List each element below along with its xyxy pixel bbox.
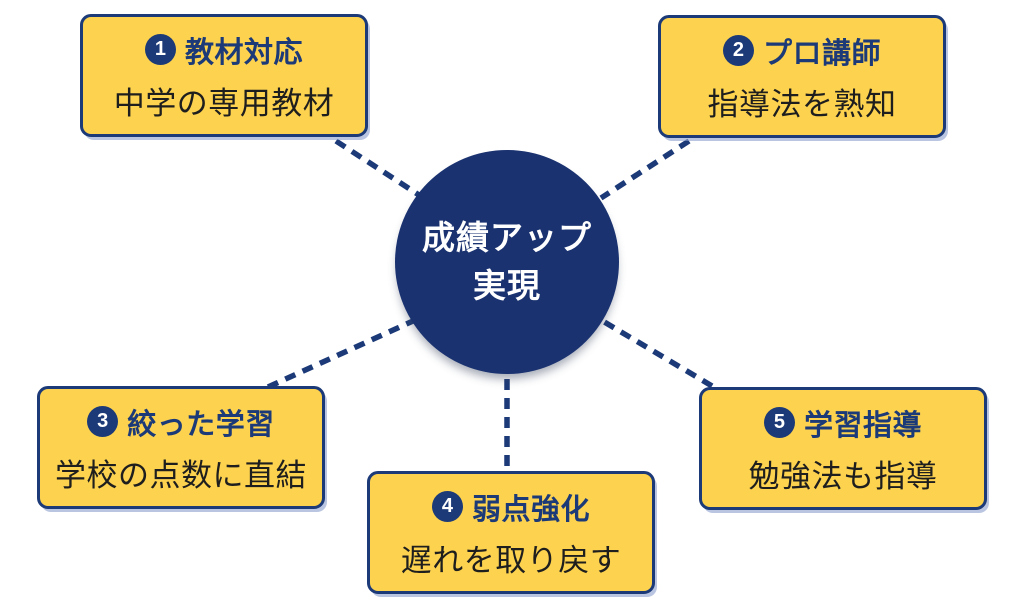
connector-line-1 bbox=[334, 138, 424, 200]
feature-card-2: 2 プロ講師 指導法を熟知 bbox=[658, 15, 946, 138]
connector-line-5 bbox=[599, 317, 714, 389]
feature-card-3-subtitle: 学校の点数に直結 bbox=[55, 457, 307, 493]
number-badge-1: 1 bbox=[144, 34, 176, 65]
feature-card-4-title-row: 4 弱点強化 bbox=[431, 486, 590, 528]
feature-card-5: 5 学習指導 勉強法も指導 bbox=[699, 387, 987, 510]
feature-card-3: 3 絞った学習 学校の点数に直結 bbox=[37, 386, 325, 509]
feature-card-5-subtitle: 勉強法も指導 bbox=[748, 458, 938, 494]
center-goal-text-line1: 成績アップ bbox=[422, 219, 592, 256]
feature-card-5-title-row: 5 学習指導 bbox=[763, 402, 922, 444]
feature-card-2-title-row: 2 プロ講師 bbox=[722, 30, 881, 72]
feature-card-1-title-row: 1 教材対応 bbox=[144, 29, 303, 71]
connector-line-2 bbox=[599, 138, 691, 201]
center-goal-text-line2: 実現 bbox=[473, 267, 541, 304]
feature-card-5-title: 学習指導 bbox=[803, 409, 922, 442]
number-badge-4: 4 bbox=[431, 491, 463, 522]
feature-card-3-title: 絞った学習 bbox=[127, 408, 275, 441]
feature-card-3-title-row: 3 絞った学習 bbox=[87, 401, 275, 443]
feature-card-1: 1 教材対応 中学の専用教材 bbox=[80, 14, 368, 137]
feature-card-1-title: 教材対応 bbox=[184, 36, 303, 69]
feature-card-1-subtitle: 中学の専用教材 bbox=[113, 85, 335, 121]
feature-card-4-subtitle: 遅れを取り戻す bbox=[400, 542, 622, 578]
center-goal-circle: 成績アップ 実現 bbox=[395, 150, 619, 374]
number-badge-5: 5 bbox=[763, 407, 795, 438]
feature-card-4-title: 弱点強化 bbox=[471, 493, 590, 526]
feature-card-2-subtitle: 指導法を熟知 bbox=[707, 86, 897, 122]
feature-card-4: 4 弱点強化 遅れを取り戻す bbox=[367, 471, 655, 594]
feature-card-2-title: プロ講師 bbox=[762, 37, 881, 70]
number-badge-3: 3 bbox=[87, 406, 119, 437]
connector-line-3 bbox=[266, 318, 415, 390]
number-badge-2: 2 bbox=[722, 35, 754, 66]
